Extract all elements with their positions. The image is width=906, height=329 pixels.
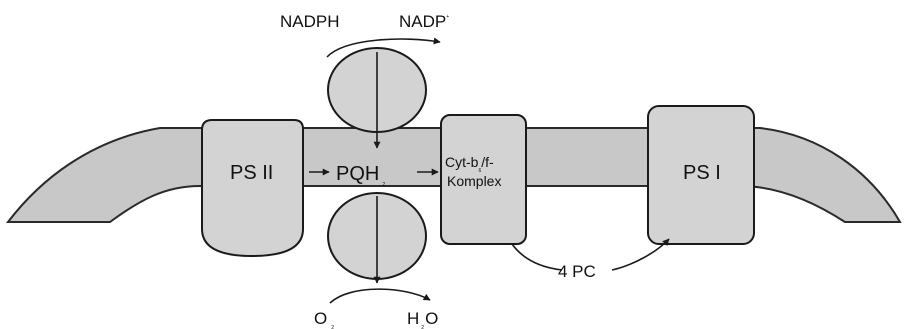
label-plastocyanin: 4 PC: [558, 262, 596, 281]
label-psi: PS I: [683, 162, 721, 184]
photosystem-ii: [201, 119, 304, 258]
photosystem-i: [647, 105, 755, 245]
label-psii: PS II: [230, 162, 273, 184]
plastocyanin-arrow: [511, 239, 669, 271]
label-nadp: NADP+: [399, 12, 449, 31]
cytochrome-b6f-complex: [440, 114, 527, 245]
o2-to-h2o-arrow: [329, 288, 431, 304]
label-nadph: NADPH: [280, 12, 340, 31]
label-cyt-line1: Cyt-b6/f-: [445, 154, 494, 174]
nadph-to-nadp-arrow: [326, 37, 441, 58]
label-cyt-line2: Komplex: [447, 173, 501, 189]
